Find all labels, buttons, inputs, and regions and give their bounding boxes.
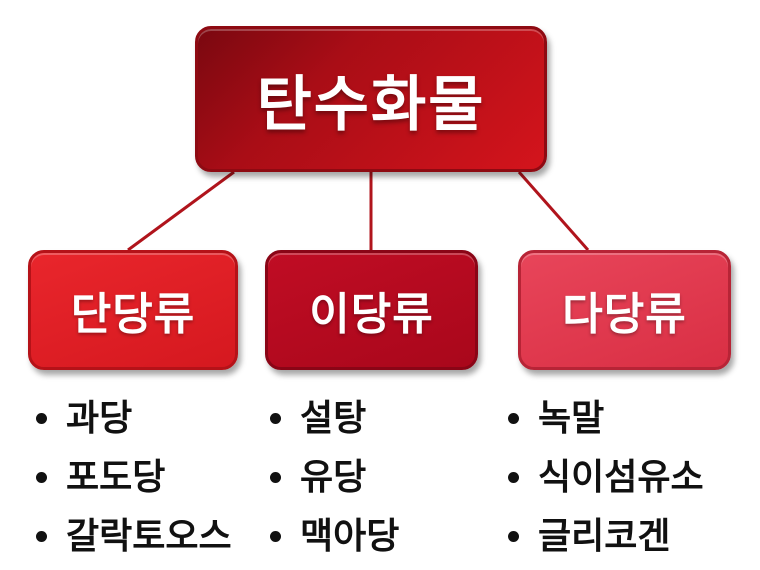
list-item: 갈락토오스 (32, 511, 232, 570)
node-polysaccharide: 다당류 (518, 250, 731, 370)
list-item: 유당 (266, 452, 399, 511)
root-node-label: 탄수화물 (256, 69, 486, 140)
monosaccharide-examples-list: 과당 포도당 갈락토오스 (32, 393, 232, 570)
bullet-icon (36, 472, 47, 483)
node-label: 단당류 (70, 289, 196, 340)
disaccharide-examples-list: 설탕 유당 맥아당 (266, 393, 399, 570)
node-monosaccharide: 단당류 (28, 250, 238, 370)
list-item: 식이섬유소 (504, 452, 704, 511)
connector-root-to-polysaccharide (517, 171, 590, 251)
root-node-carbohydrate: 탄수화물 (195, 26, 547, 172)
bullet-icon (508, 531, 519, 542)
polysaccharide-examples-list: 녹말 식이섬유소 글리코겐 (504, 393, 704, 570)
list-item: 설탕 (266, 393, 399, 452)
connector-root-to-monosaccharide (127, 170, 235, 252)
bullet-icon (270, 472, 281, 483)
node-disaccharide: 이당류 (265, 250, 478, 370)
list-item: 과당 (32, 393, 232, 452)
bullet-icon (36, 531, 47, 542)
bullet-icon (508, 413, 519, 424)
list-item: 맥아당 (266, 511, 399, 570)
node-label: 이당류 (309, 289, 434, 340)
list-item: 녹말 (504, 393, 704, 452)
list-item: 포도당 (32, 452, 232, 511)
bullet-icon (270, 531, 281, 542)
list-item: 글리코겐 (504, 511, 704, 570)
bullet-icon (270, 413, 281, 424)
bullet-icon (508, 472, 519, 483)
bullet-icon (36, 413, 47, 424)
node-label: 다당류 (562, 289, 687, 340)
